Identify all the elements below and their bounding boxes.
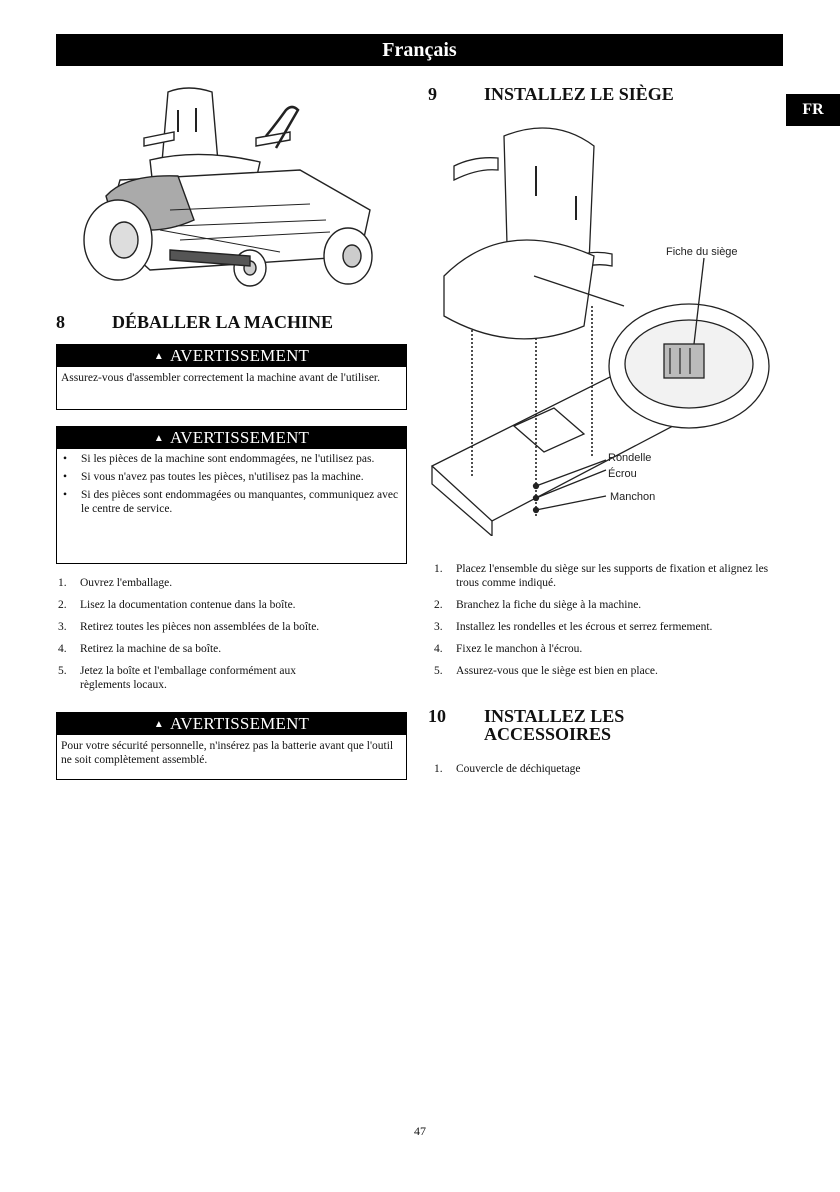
step-number: 2.: [58, 599, 67, 611]
step-number: 3.: [434, 621, 443, 633]
step-item: 4. Fixez le manchon à l'écrou.: [434, 642, 784, 656]
warning-text: Assurez-vous d'assembler correctement la…: [61, 372, 381, 384]
section-10-title-line2: ACCESSOIRES: [484, 724, 612, 744]
step-number: 2.: [434, 599, 443, 611]
step-number: 1.: [434, 563, 443, 575]
step-number: 4.: [58, 643, 67, 655]
step-text: Retirez la machine de sa boîte.: [80, 643, 222, 655]
warning-bullet: • Si vous n'avez pas toutes les pièces, n…: [57, 470, 402, 484]
bullet-icon: •: [63, 453, 68, 465]
step-number: 1.: [434, 763, 443, 775]
warning-heading-text: AVERTISSEMENT: [169, 346, 310, 365]
step-text: Fixez le manchon à l'écrou.: [456, 643, 583, 655]
bullet-icon: •: [63, 471, 68, 483]
warning-bullet: • Si des pièces sont endommagées ou manqu…: [57, 488, 402, 516]
warning-box-assembly: ▲ AVERTISSEMENT Assurez-vous d'assembler …: [56, 344, 407, 410]
step-item: 5. Jetez la boîte et l'emballage conformé…: [58, 664, 388, 692]
warning-bullet-list: • Si les pièces de la machine sont endomm…: [57, 449, 406, 523]
page-header-bar: Français: [56, 34, 783, 66]
page-header-title: Français: [382, 39, 457, 61]
step-text: Branchez la fiche du siège à la machine.: [456, 599, 642, 611]
step-item: 4. Retirez la machine de sa boîte.: [58, 642, 388, 656]
callout-nut: Écrou: [608, 468, 637, 480]
step-text: Assurez-vous que le siège est bien en pl…: [456, 665, 658, 677]
section-8-heading: 8 DÉBALLER LA MACHINE: [56, 312, 386, 334]
warning-heading: ▲ AVERTISSEMENT: [57, 713, 406, 735]
section-8-title: DÉBALLER LA MACHINE: [112, 312, 334, 332]
step-number: 5.: [434, 665, 443, 677]
step-text: Installez les rondelles et les écrous et…: [456, 621, 713, 633]
warning-heading: ▲ AVERTISSEMENT: [57, 427, 406, 449]
step-text: Couvercle de déchiquetage: [456, 763, 581, 775]
warning-bullet-text: Si des pièces sont endommagées ou manqua…: [81, 489, 399, 515]
seat-installation-diagram: [430, 127, 770, 536]
step-text: Jetez la boîte et l'emballage conforméme…: [80, 665, 297, 691]
warning-bullet-text: Si vous n'avez pas toutes les pièces, n'…: [81, 471, 364, 483]
page-number: 47: [414, 1124, 426, 1138]
step-item: 2. Branchez la fiche du siège à la machin…: [434, 598, 784, 612]
warning-text: Pour votre sécurité personnelle, n'insér…: [61, 740, 394, 766]
warning-heading-text: AVERTISSEMENT: [169, 428, 310, 447]
warning-heading: ▲ AVERTISSEMENT: [57, 345, 406, 367]
warning-bullet-text: Si les pièces de la machine sont endomma…: [81, 453, 375, 465]
step-number: 3.: [58, 621, 67, 633]
step-text: Placez l'ensemble du siège sur les suppo…: [456, 563, 769, 589]
step-item: 1. Ouvrez l'emballage.: [58, 576, 388, 590]
section-9-heading: 9 INSTALLEZ LE SIÈGE: [428, 84, 758, 106]
step-item: 1. Couvercle de déchiquetage: [434, 762, 784, 776]
step-item: 5. Assurez-vous que le siège est bien en …: [434, 664, 784, 678]
section-10-steps: 1. Couvercle de déchiquetage: [434, 762, 784, 784]
section-10-title-line1: INSTALLEZ LES: [484, 706, 625, 726]
section-8-number: 8: [56, 312, 65, 332]
warning-triangle-icon: ▲: [153, 433, 164, 444]
warning-bullet: • Si les pièces de la machine sont endomm…: [57, 452, 402, 466]
section-8-steps: 1. Ouvrez l'emballage. 2. Lisez la documen…: [58, 576, 388, 700]
section-9-title: INSTALLEZ LE SIÈGE: [484, 84, 674, 104]
step-item: 2. Lisez la documentation contenue dans l…: [58, 598, 388, 612]
step-text: Retirez toutes les pièces non assemblées…: [80, 621, 320, 633]
step-text: Ouvrez l'emballage.: [80, 577, 173, 589]
language-tab: FR: [786, 94, 840, 126]
warning-triangle-icon: ▲: [153, 719, 164, 730]
section-9-steps: 1. Placez l'ensemble du siège sur les sup…: [434, 562, 784, 686]
step-item: 3. Installez les rondelles et les écrous …: [434, 620, 784, 634]
step-number: 4.: [434, 643, 443, 655]
warning-box-damaged-parts: ▲ AVERTISSEMENT • Si les pièces de la mach…: [56, 426, 407, 564]
section-10-number: 10: [428, 706, 446, 726]
warning-box-battery: ▲ AVERTISSEMENT Pour votre sécurité perso…: [56, 712, 407, 780]
warning-triangle-icon: ▲: [153, 351, 164, 362]
callout-washer: Rondelle: [608, 452, 652, 464]
step-number: 5.: [58, 665, 67, 677]
warning-heading-text: AVERTISSEMENT: [169, 714, 310, 733]
section-9-number: 9: [428, 84, 437, 104]
language-tab-label: FR: [802, 101, 824, 118]
step-text: Lisez la documentation contenue dans la …: [80, 599, 296, 611]
mower-illustration: [83, 87, 373, 287]
callout-sleeve: Manchon: [610, 491, 656, 503]
bullet-icon: •: [63, 489, 68, 501]
section-10-heading: 10 INSTALLEZ LES ACCESSOIRES: [428, 706, 758, 748]
callout-seat-plug: Fiche du siège: [666, 246, 738, 258]
step-item: 1. Placez l'ensemble du siège sur les sup…: [434, 562, 784, 590]
step-number: 1.: [58, 577, 67, 589]
step-item: 3. Retirez toutes les pièces non assemblé…: [58, 620, 388, 634]
